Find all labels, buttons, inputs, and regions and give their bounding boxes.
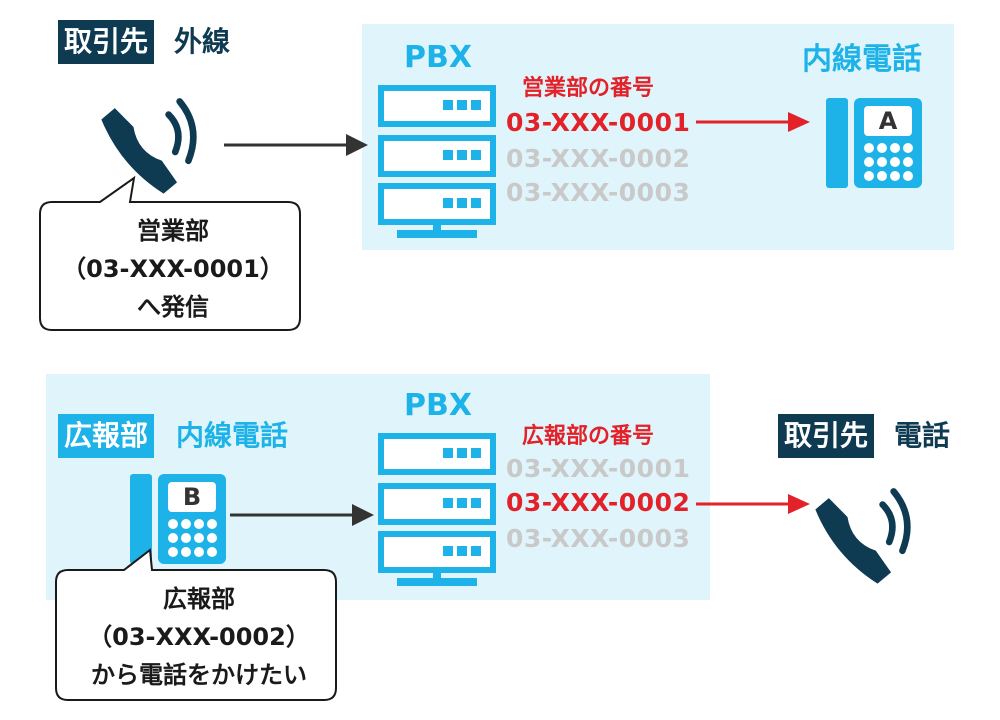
- top-number-3: 03-XXX-0003: [506, 178, 691, 207]
- top-caller-tag: 取引先: [58, 20, 155, 64]
- bottom-dept-label: 内線電話: [176, 419, 289, 452]
- bottom-pbx-title: PBX: [404, 388, 472, 423]
- top-bubble-line-3: へ発信: [137, 293, 209, 321]
- top-bubble-line-2: （03-XXX-0001）: [62, 255, 284, 283]
- server-icon: [378, 85, 496, 238]
- bottom-dept-tag: 広報部: [58, 414, 155, 458]
- bottom-numbers-heading: 広報部の番号: [522, 424, 655, 449]
- arrow-icon: [696, 112, 810, 132]
- top-pbx-title: PBX: [404, 40, 472, 75]
- bottom-number-2: 03-XXX-0002: [506, 488, 691, 517]
- top-caller-label: 外線: [174, 25, 231, 58]
- bottom-number-1: 03-XXX-0001: [506, 454, 691, 483]
- bottom-bubble-line-3: から電話をかけたい: [91, 661, 307, 689]
- bottom-callee-label: 電話: [894, 419, 951, 452]
- arrow-icon: [224, 134, 368, 156]
- arrow-icon: [696, 494, 810, 514]
- desk-phone-icon: [826, 98, 922, 188]
- bottom-speech-bubble: [55, 548, 337, 701]
- bottom-bubble-line-1: 広報部: [163, 585, 235, 613]
- top-numbers-heading: 営業部の番号: [522, 76, 655, 101]
- bottom-extension-key: B: [182, 483, 202, 511]
- top-number-1: 03-XXX-0001: [506, 108, 691, 137]
- desk-phone-icon: [130, 474, 226, 564]
- bottom-bubble-line-2: （03-XXX-0002）: [88, 623, 310, 651]
- top-bubble-line-1: 営業部: [137, 217, 209, 245]
- top-number-2: 03-XXX-0002: [506, 144, 691, 173]
- bottom-number-3: 03-XXX-0003: [506, 524, 691, 553]
- handset-icon: [815, 488, 911, 584]
- handset-icon: [101, 98, 197, 194]
- server-icon: [378, 433, 496, 586]
- top-speech-bubble: [39, 175, 301, 331]
- top-extension-title: 内線電話: [802, 42, 922, 77]
- arrow-icon: [230, 504, 374, 526]
- bottom-callee-tag: 取引先: [778, 414, 875, 458]
- top-extension-key: A: [878, 107, 898, 135]
